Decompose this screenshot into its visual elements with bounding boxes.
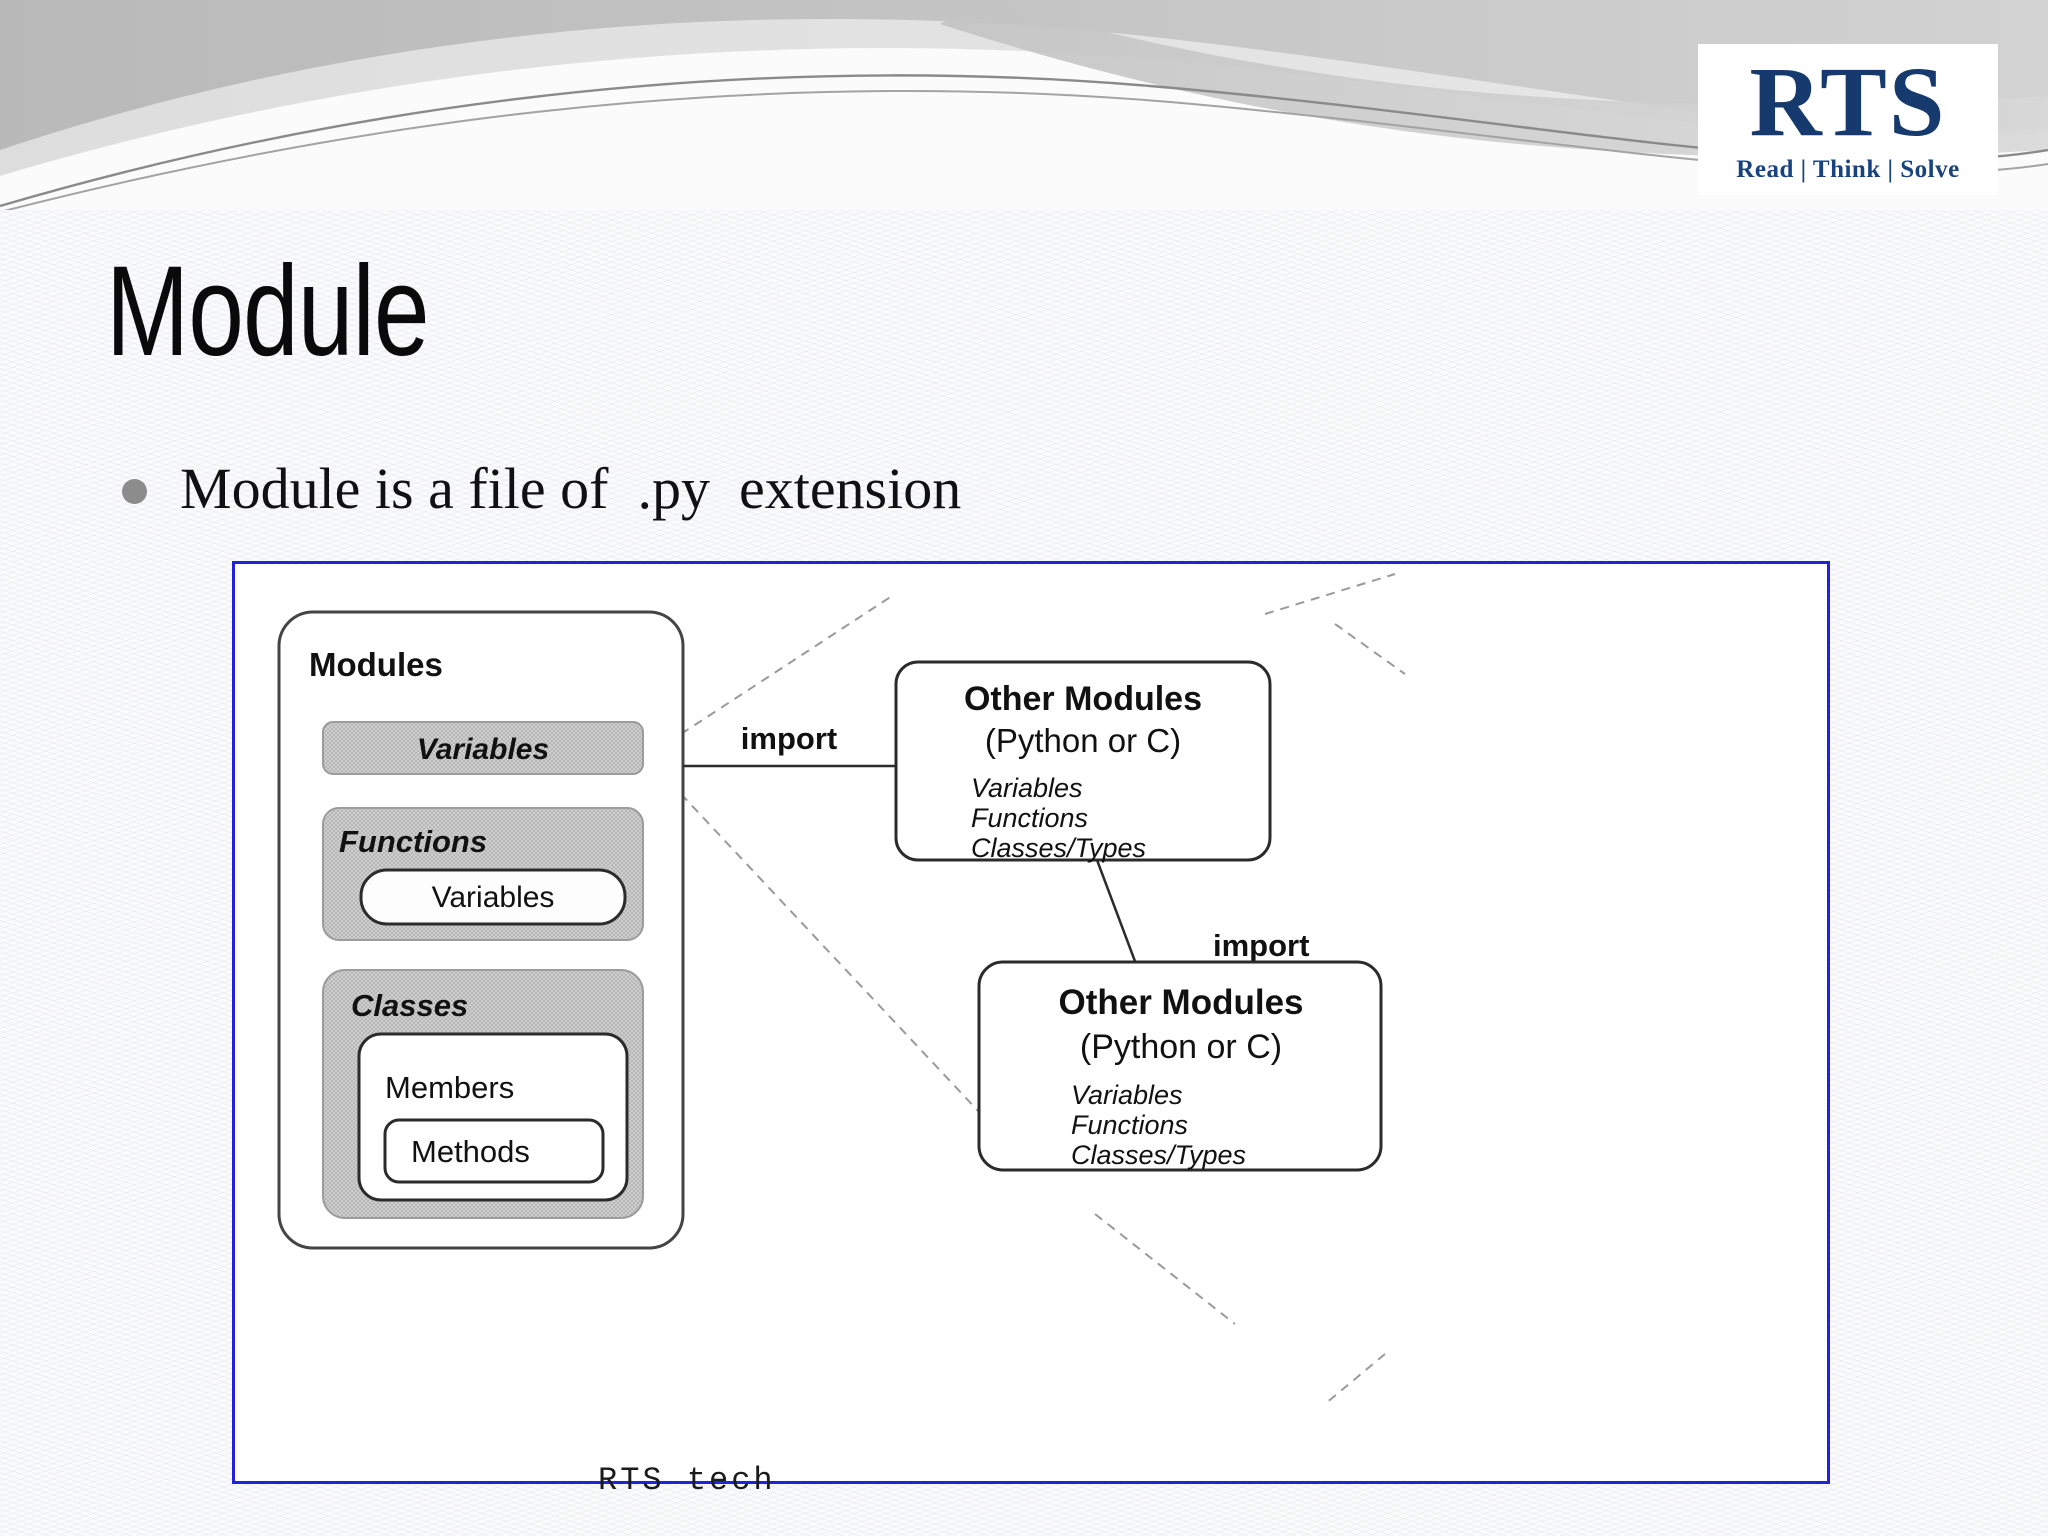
diagram-frame: Modules Variables Functions Variables Cl… [232, 561, 1830, 1484]
rts-logo: RTS Read | Think | Solve [1698, 44, 1998, 195]
modules-label: Modules [309, 646, 443, 683]
bullet-item: Module is a file of .py extension [122, 455, 961, 523]
methods-box [383, 1118, 605, 1184]
other-modules-top-item-0: Variables [971, 773, 1083, 803]
bullet-dot-icon [122, 479, 147, 504]
logo-mark: RTS [1749, 46, 1947, 157]
other-modules-bottom-title: Other Modules [1058, 983, 1303, 1022]
other-modules-bottom-box: Other Modules (Python or C) Variables Fu… [977, 960, 1383, 1172]
module-architecture-diagram: Modules Variables Functions Variables Cl… [277, 573, 1406, 1405]
functions-inner-variables-label: Variables [432, 881, 555, 914]
functions-group: Functions Variables [322, 807, 644, 941]
classes-label: Classes [351, 988, 468, 1023]
other-modules-top-item-2: Classes/Types [971, 833, 1146, 863]
import-label-bottom: import [1213, 928, 1309, 963]
footer-note: RTS tech [598, 1462, 776, 1499]
variables-band: Variables [322, 721, 644, 775]
members-label: Members [385, 1070, 514, 1105]
page-title: Module [106, 240, 430, 383]
other-modules-top-title: Other Modules [964, 680, 1202, 718]
logo-tagline: Read | Think | Solve [1736, 156, 1960, 183]
other-modules-bottom-subtitle: (Python or C) [1080, 1028, 1282, 1066]
other-modules-bottom-item-1: Functions [1071, 1110, 1188, 1140]
other-modules-top-item-1: Functions [971, 803, 1088, 833]
classes-group: Classes Members Methods [322, 969, 644, 1219]
dashed-connector-lines [680, 573, 1406, 1405]
other-modules-top-subtitle: (Python or C) [985, 722, 1181, 759]
bullet-text: Module is a file of .py extension [180, 456, 962, 521]
other-modules-top-box: Other Modules (Python or C) Variables Fu… [894, 660, 1272, 863]
other-modules-bottom-item-2: Classes/Types [1071, 1140, 1246, 1170]
methods-label: Methods [411, 1134, 530, 1169]
functions-label: Functions [339, 824, 487, 859]
import-edge-top: import [683, 721, 896, 768]
other-modules-bottom-item-0: Variables [1071, 1080, 1183, 1110]
variables-band-label: Variables [417, 733, 549, 766]
import-edge-bottom: import [1095, 859, 1309, 1037]
import-label-top: import [741, 721, 837, 756]
